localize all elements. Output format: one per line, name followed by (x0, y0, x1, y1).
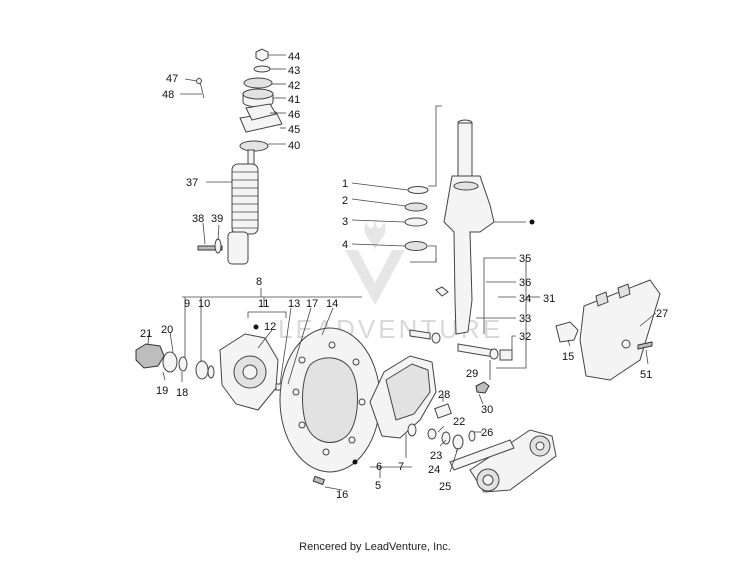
bracket-15 (555, 321, 579, 343)
callout-36: 36 (519, 277, 531, 289)
callout-37: 37 (186, 177, 198, 189)
callout-15: 15 (562, 351, 574, 363)
callout-12: 12 (264, 321, 276, 333)
callout-40: 40 (288, 140, 300, 152)
callout-45: 45 (288, 124, 300, 136)
callout-19: 19 (156, 385, 168, 397)
bushing-32 (499, 349, 513, 361)
bearing-2 (404, 202, 428, 212)
callout-51: 51 (640, 369, 652, 381)
callout-31: 31 (543, 293, 555, 305)
washer-23 (441, 431, 451, 445)
ring-9 (207, 365, 215, 379)
callout-4: 4 (342, 239, 348, 251)
callout-14: 14 (326, 298, 338, 310)
callout-18: 18 (176, 387, 188, 399)
seal-7 (407, 423, 417, 437)
lower-link-assembly (449, 429, 557, 493)
pivot-pin (409, 329, 431, 340)
callout-43: 43 (288, 65, 300, 77)
callout-38: 38 (192, 213, 204, 225)
seal-24 (452, 434, 464, 450)
credit-line: Rencered by LeadVenture, Inc. (299, 541, 451, 553)
callout-20: 20 (161, 324, 173, 336)
bearing-1 (407, 186, 429, 194)
callout-11: 11 (258, 298, 269, 310)
callout-41: 41 (288, 94, 300, 106)
wheel-hub-assembly (135, 333, 292, 411)
callout-5: 5 (375, 480, 381, 492)
callout-46: 46 (288, 109, 300, 121)
callout-28: 28 (438, 389, 450, 401)
bearing-10 (195, 360, 209, 380)
callout-44: 44 (288, 51, 300, 63)
steering-tube-assembly (404, 119, 513, 361)
cup-42 (243, 77, 273, 89)
callout-labels: 44 43 42 41 46 45 40 47 48 37 38 39 1 2 … (140, 51, 668, 501)
callout-26: 26 (481, 427, 493, 439)
callout-33: 33 (519, 313, 531, 325)
bearing-19 (162, 351, 178, 373)
callout-30: 30 (481, 404, 493, 416)
shock-rod (247, 149, 255, 165)
callout-23: 23 (430, 450, 442, 462)
callout-34: 34 (519, 293, 531, 305)
callout-22: 22 (453, 416, 465, 428)
steering-tube (457, 122, 473, 179)
seal-18 (178, 356, 188, 372)
leader-lines (147, 54, 657, 491)
callout-47: 47 (166, 73, 178, 85)
shock-spring (231, 163, 259, 235)
reference-dots (253, 219, 535, 465)
fork-body (443, 175, 495, 335)
spacer-33 (457, 343, 495, 358)
shock-absorber-assembly (196, 48, 283, 265)
callout-21: 21 (140, 328, 152, 340)
clip-30 (468, 430, 476, 442)
ring-22 (427, 428, 437, 440)
callout-35: 35 (519, 253, 531, 265)
callout-9: 9 (184, 298, 190, 310)
callout-13: 13 (288, 298, 300, 310)
callout-7: 7 (398, 461, 404, 473)
callout-32: 32 (519, 331, 531, 343)
bearing-3 (404, 217, 428, 227)
mudguard-assembly (555, 279, 661, 381)
bracket-46 (245, 103, 277, 121)
callout-16: 16 (336, 489, 348, 501)
nut-21 (135, 343, 165, 369)
shock-body (227, 231, 249, 265)
callout-29: 29 (466, 368, 478, 380)
screw-16 (312, 475, 326, 486)
callout-1: 1 (342, 178, 348, 190)
callout-3: 3 (342, 216, 348, 228)
callout-39: 39 (211, 213, 223, 225)
brake-caliper-assembly (369, 355, 490, 450)
washer-43 (253, 65, 271, 73)
bolt-29 (475, 381, 490, 394)
callout-10: 10 (198, 298, 210, 310)
callout-8: 8 (256, 276, 262, 288)
brake-disc-assembly (279, 327, 381, 486)
callout-27: 27 (656, 308, 668, 320)
nut-44 (255, 48, 269, 62)
callout-24: 24 (428, 464, 440, 476)
callout-6: 6 (376, 461, 382, 473)
bushing-28 (434, 403, 452, 419)
clip-36 (435, 286, 449, 297)
washer-39 (214, 238, 222, 254)
callout-25: 25 (439, 481, 451, 493)
callout-48: 48 (162, 89, 174, 101)
callout-42: 42 (288, 80, 300, 92)
screw-51 (637, 341, 653, 350)
bearing-4 (404, 241, 428, 251)
axle-26 (449, 439, 515, 471)
callout-17: 17 (306, 298, 318, 310)
callout-2: 2 (342, 195, 348, 207)
